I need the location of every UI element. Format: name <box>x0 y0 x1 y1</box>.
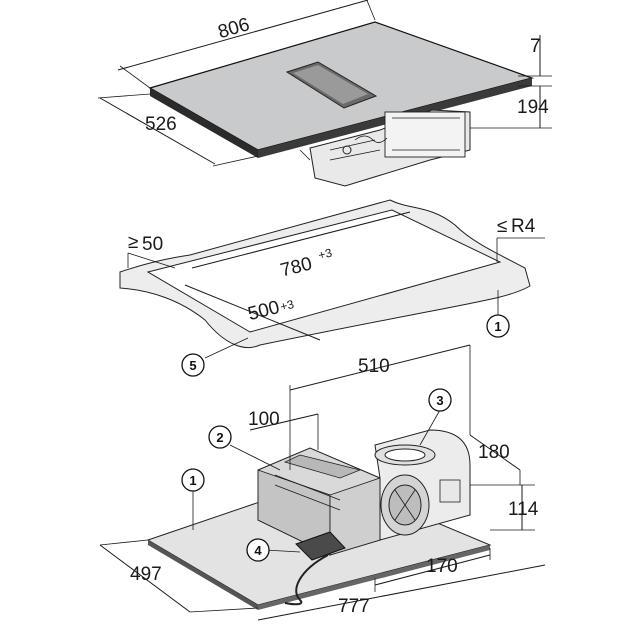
cutout-view: 780 +3 500 +3 ≥ 50 ≤ R4 <box>119 199 545 359</box>
dim-total-height: 194 <box>517 97 549 118</box>
base-plate-edge <box>148 540 258 610</box>
callout-1-bottom: 1 <box>181 468 205 492</box>
callout-4: 4 <box>246 538 270 562</box>
dim-side-clearance: 50 <box>142 234 163 255</box>
dim-cooktop-width: 806 <box>216 14 252 43</box>
callout-4-label: 4 <box>254 543 262 558</box>
cooktop-under-housing <box>299 109 471 187</box>
dim-height: 114 <box>508 499 539 520</box>
dim-duct: 170 <box>426 556 458 577</box>
dim-cutout-length-tol: +3 <box>317 245 334 262</box>
base-plate-edge-right <box>258 545 490 610</box>
power-cable <box>284 554 329 606</box>
dim-underside-width: 777 <box>338 596 370 617</box>
dim-cutout-width-tol: +3 <box>279 297 296 314</box>
callout-3: 3 <box>428 388 452 412</box>
callout-5-label: 5 <box>189 358 196 373</box>
dim-depth-back: 180 <box>478 442 510 463</box>
callout-3-label: 3 <box>436 393 443 408</box>
cutout-opening <box>146 209 502 333</box>
callout-5: 5 <box>181 353 205 377</box>
dim-fan-span: 510 <box>358 356 390 377</box>
underside-view: 510 100 180 114 170 497 777 <box>99 344 546 621</box>
callout-2-label: 2 <box>216 430 223 445</box>
fan-motor <box>374 429 471 541</box>
dim-offset: 100 <box>248 409 280 430</box>
dim-underside-depth: 497 <box>130 564 162 585</box>
callout-2: 2 <box>208 425 232 449</box>
connection-plate <box>295 531 346 561</box>
callout-1-bottom-label: 1 <box>189 473 196 488</box>
callout-1-top: 1 <box>486 314 510 338</box>
fan-housing <box>257 447 381 556</box>
dim-glass-thickness: 7 <box>530 36 541 57</box>
callout-1-top-label: 1 <box>494 319 501 334</box>
dim-cooktop-depth: 526 <box>145 114 177 135</box>
dim-radius-symbol: ≤ <box>497 216 507 237</box>
cooktop-glass-edge <box>150 88 258 158</box>
dim-radius: R4 <box>511 216 536 237</box>
cooktop-view: 806 526 7 194 <box>97 0 552 187</box>
vent-slot-inner <box>293 65 368 104</box>
dim-side-clearance-symbol: ≥ <box>128 232 138 253</box>
